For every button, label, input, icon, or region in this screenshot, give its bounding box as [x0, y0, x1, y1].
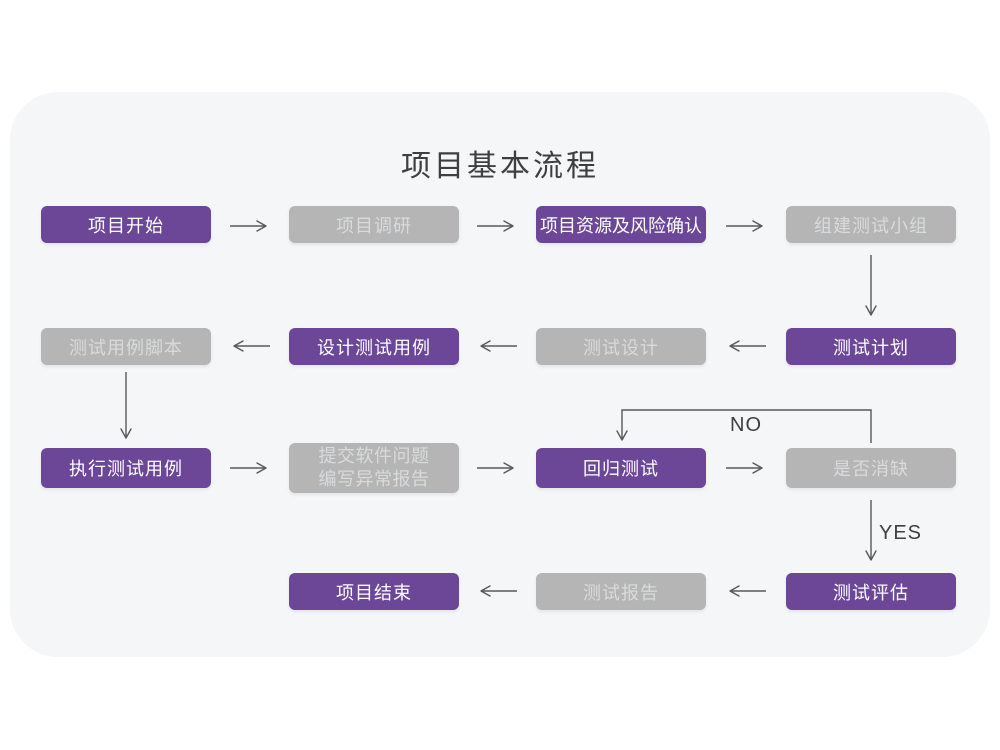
flow-node-test-design: 测试设计 [536, 328, 706, 365]
page-title: 项目基本流程 [401, 150, 599, 183]
flow-node-project-research: 项目调研 [289, 206, 459, 243]
flow-node-test-plan: 测试计划 [786, 328, 956, 365]
branch-label-no: NO [730, 414, 762, 436]
flow-node-resource-risk: 项目资源及风险确认 [536, 206, 706, 243]
flow-node-test-case-script: 测试用例脚本 [41, 328, 211, 365]
flow-node-execute-test-case: 执行测试用例 [41, 448, 211, 488]
flow-node-submit-issue: 提交软件问题 编写异常报告 [289, 443, 459, 493]
flow-node-test-report: 测试报告 [536, 573, 706, 610]
flow-node-test-evaluation: 测试评估 [786, 573, 956, 610]
flowchart-card [10, 92, 990, 657]
flow-node-design-test-case: 设计测试用例 [289, 328, 459, 365]
flow-node-build-test-team: 组建测试小组 [786, 206, 956, 243]
flow-node-regression-test: 回归测试 [536, 448, 706, 488]
branch-label-yes: YES [879, 522, 923, 544]
flow-node-defect-cleared: 是否消缺 [786, 448, 956, 488]
flow-node-submit-issue-line1: 提交软件问题 [318, 446, 430, 466]
flow-node-project-start: 项目开始 [41, 206, 211, 243]
flow-node-project-end: 项目结束 [289, 573, 459, 610]
flow-node-submit-issue-line2: 编写异常报告 [318, 469, 430, 489]
